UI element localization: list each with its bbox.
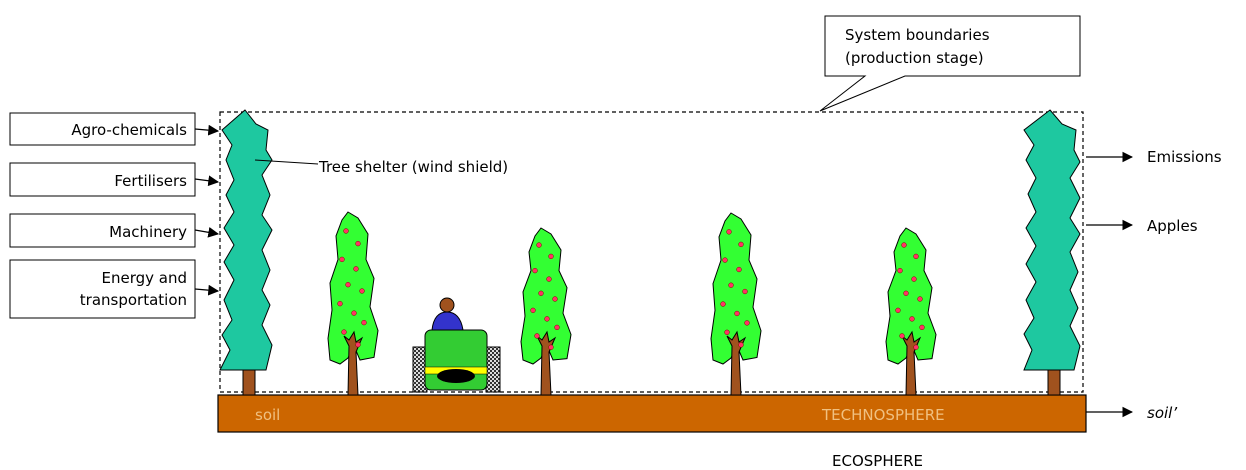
apple [744, 320, 750, 326]
apple [341, 329, 347, 335]
apple [738, 241, 744, 248]
apple [532, 267, 538, 274]
tractor-wheel-right [485, 346, 501, 393]
technosphere-label: TECHNOSPHERE [821, 406, 945, 424]
apple [538, 290, 544, 296]
apple [548, 344, 554, 350]
apple [724, 329, 730, 335]
apple [913, 253, 919, 260]
apple [742, 288, 748, 295]
apple [554, 324, 560, 331]
shelter-tree-right [1023, 109, 1081, 396]
soil-bar [217, 394, 1087, 433]
apple [548, 253, 554, 260]
apple [722, 257, 728, 263]
apple-tree [885, 227, 937, 396]
apple [913, 344, 919, 350]
apple-tree-trunk [536, 330, 557, 396]
apple-tree-trunk [343, 330, 364, 396]
arrow-energy [194, 284, 220, 296]
apple [736, 266, 742, 273]
apple [734, 310, 740, 317]
apple-tree [710, 212, 762, 396]
apple-tree [327, 211, 379, 396]
apple-tree-trunk [901, 330, 922, 396]
shelter-tree-left [219, 109, 273, 396]
input-machinery: Machinery [9, 213, 196, 248]
input-agro-chemicals-label: Agro-chemicals [71, 121, 187, 139]
input-energy-transportation: Energy and transportation [9, 259, 196, 319]
input-energy-label-line2: transportation [80, 291, 187, 309]
system-boundaries-callout: System boundaries (production stage) [819, 15, 1081, 112]
driver-head [439, 297, 455, 313]
apple [337, 300, 343, 307]
apple [355, 342, 361, 348]
apple [726, 229, 732, 235]
input-fertilisers: Fertilisers [9, 162, 196, 197]
arrow-machinery [194, 227, 220, 238]
apple [345, 282, 351, 288]
apple [530, 307, 536, 314]
apple [895, 307, 901, 314]
apple [738, 342, 744, 348]
tree-shelter-label: Tree shelter (wind shield) [318, 158, 508, 176]
output-soil: soil’ [1147, 404, 1177, 422]
output-emissions: Emissions [1147, 148, 1222, 166]
apple [728, 282, 734, 288]
apple [903, 290, 909, 296]
apple [919, 324, 925, 331]
apple [917, 296, 923, 302]
tree-shelter-leader [254, 159, 319, 165]
apple-trees [327, 211, 937, 396]
output-apples: Apples [1147, 217, 1198, 235]
tractor-hitch [437, 369, 475, 383]
apple [355, 240, 361, 247]
apple [899, 333, 905, 339]
system-boundary [219, 111, 1084, 393]
apple [909, 316, 915, 322]
apple [897, 267, 903, 274]
apple [546, 276, 552, 282]
apple [339, 256, 345, 263]
apple [536, 242, 542, 248]
arrow-fertilisers [194, 175, 220, 187]
tractor [412, 297, 501, 393]
input-energy-label-line1: Energy and [101, 269, 187, 287]
arrow-agro-chemicals [194, 124, 220, 136]
apple [351, 310, 357, 316]
callout-line1: System boundaries [845, 26, 990, 44]
apple [901, 242, 907, 248]
apple [534, 333, 540, 339]
soil-label: soil [255, 406, 280, 424]
apple [361, 319, 367, 326]
apple-tree-trunk [726, 330, 747, 396]
driver [431, 311, 464, 331]
apple [720, 301, 726, 307]
apple [911, 276, 917, 282]
apple [544, 316, 550, 322]
apple [353, 266, 359, 272]
ecosphere-label: ECOSPHERE [832, 452, 923, 470]
apple-tree [520, 227, 572, 396]
apple [343, 228, 349, 234]
input-agro-chemicals: Agro-chemicals [9, 112, 196, 146]
callout-line2: (production stage) [845, 49, 984, 67]
apple [552, 296, 558, 302]
input-machinery-label: Machinery [109, 223, 187, 241]
input-fertilisers-label: Fertilisers [114, 172, 187, 190]
apple [359, 288, 365, 294]
